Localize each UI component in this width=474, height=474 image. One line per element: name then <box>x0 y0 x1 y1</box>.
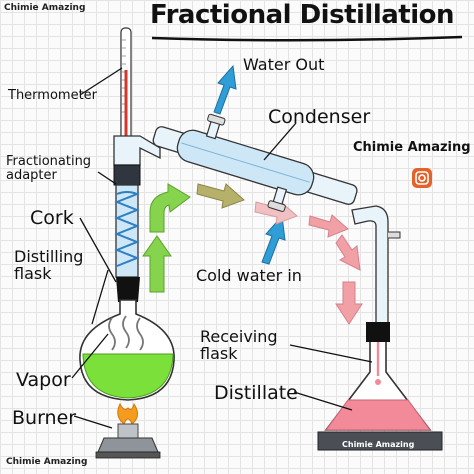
label-cold-water-in: Cold water in <box>196 266 302 285</box>
title-underline <box>151 35 463 42</box>
receiving-flask <box>324 322 432 431</box>
label-receiving-flask: Receiving flask <box>200 327 278 363</box>
label-water-out: Water Out <box>243 55 325 74</box>
vapor-curve-arrow <box>149 183 191 233</box>
label-distillate: Distillate <box>214 382 298 404</box>
label-burner: Burner <box>12 407 77 429</box>
leader-lines <box>71 67 373 429</box>
fractionating-column <box>113 164 141 278</box>
distilling-flask <box>79 299 175 401</box>
label-cork: Cork <box>30 207 74 229</box>
thermometer <box>120 27 132 151</box>
label-fractionating-adapter: Fractionating adapter <box>6 154 92 183</box>
label-distilling-flask: Distilling flask <box>14 247 84 283</box>
label-condenser: Condenser <box>268 106 371 128</box>
cork <box>116 277 140 302</box>
receiving-cork <box>366 322 390 342</box>
flow-arrow-pink-4 <box>335 281 363 325</box>
watermark-top-left: Chimie Amazing <box>4 3 86 13</box>
brand-name: Chimie Amazing <box>353 140 471 155</box>
watermark-bottom-left: Chimie Amazing <box>6 457 88 467</box>
flow-arrow-pink-3 <box>335 234 361 271</box>
water-out-arrow <box>213 64 237 115</box>
vacuum-arm <box>388 231 401 239</box>
label-vapor: Vapor <box>16 369 71 391</box>
bench <box>317 431 443 451</box>
cold-water-in-arrow <box>261 214 286 265</box>
vapor-up-arrow <box>142 235 172 293</box>
condenser <box>152 113 358 212</box>
flow-arrow-pink-2 <box>308 214 349 238</box>
instagram-icon <box>412 168 432 188</box>
watermark-bench: Chimie Amazing <box>342 440 415 449</box>
label-thermometer: Thermometer <box>8 88 98 103</box>
page-title: Fractional Distillation <box>150 0 455 30</box>
flow-arrow-olive-1 <box>196 183 245 209</box>
burner <box>95 402 161 459</box>
